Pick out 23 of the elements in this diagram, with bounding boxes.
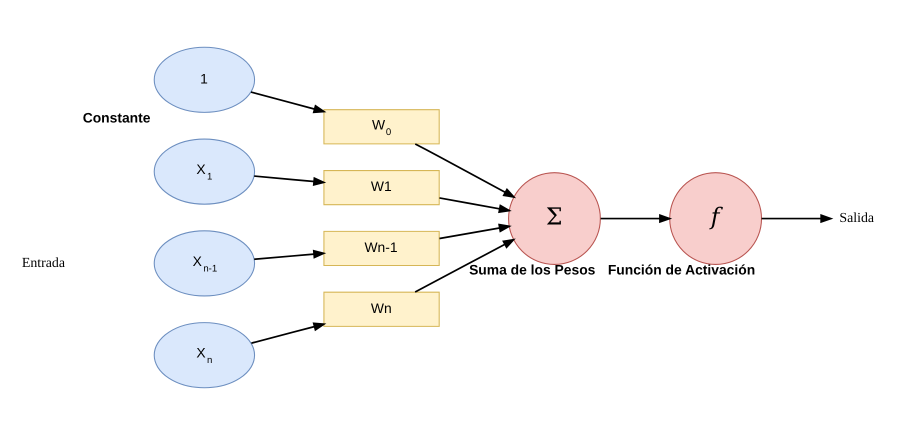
node-label: Constante [82, 109, 150, 126]
arrow [414, 143, 516, 198]
arrow [254, 250, 326, 260]
node-circle: 𝑓 [669, 172, 762, 265]
node-ellipse: 1 [154, 46, 256, 113]
arrow [600, 214, 672, 224]
node-box: Wn [323, 292, 440, 327]
node-ellipse: X$_{n-1}$ [154, 230, 256, 296]
arrow [251, 322, 326, 344]
node-box: W$_{0}$ [323, 109, 440, 144]
arrow [250, 91, 326, 114]
node-ellipse: X$_{1}$ [154, 138, 256, 205]
label: Entrada [22, 256, 65, 272]
node-box: Wn-1 [323, 230, 440, 266]
arrow [254, 175, 326, 186]
arrow [762, 214, 834, 224]
node-circle: Σ [508, 172, 601, 265]
arrow [439, 197, 512, 214]
arrow [414, 238, 516, 293]
node-box: W1 [323, 170, 440, 206]
node-ellipse: X$_{n}$ [154, 322, 256, 388]
node-text: Salida [839, 211, 874, 226]
arrow [439, 224, 512, 240]
